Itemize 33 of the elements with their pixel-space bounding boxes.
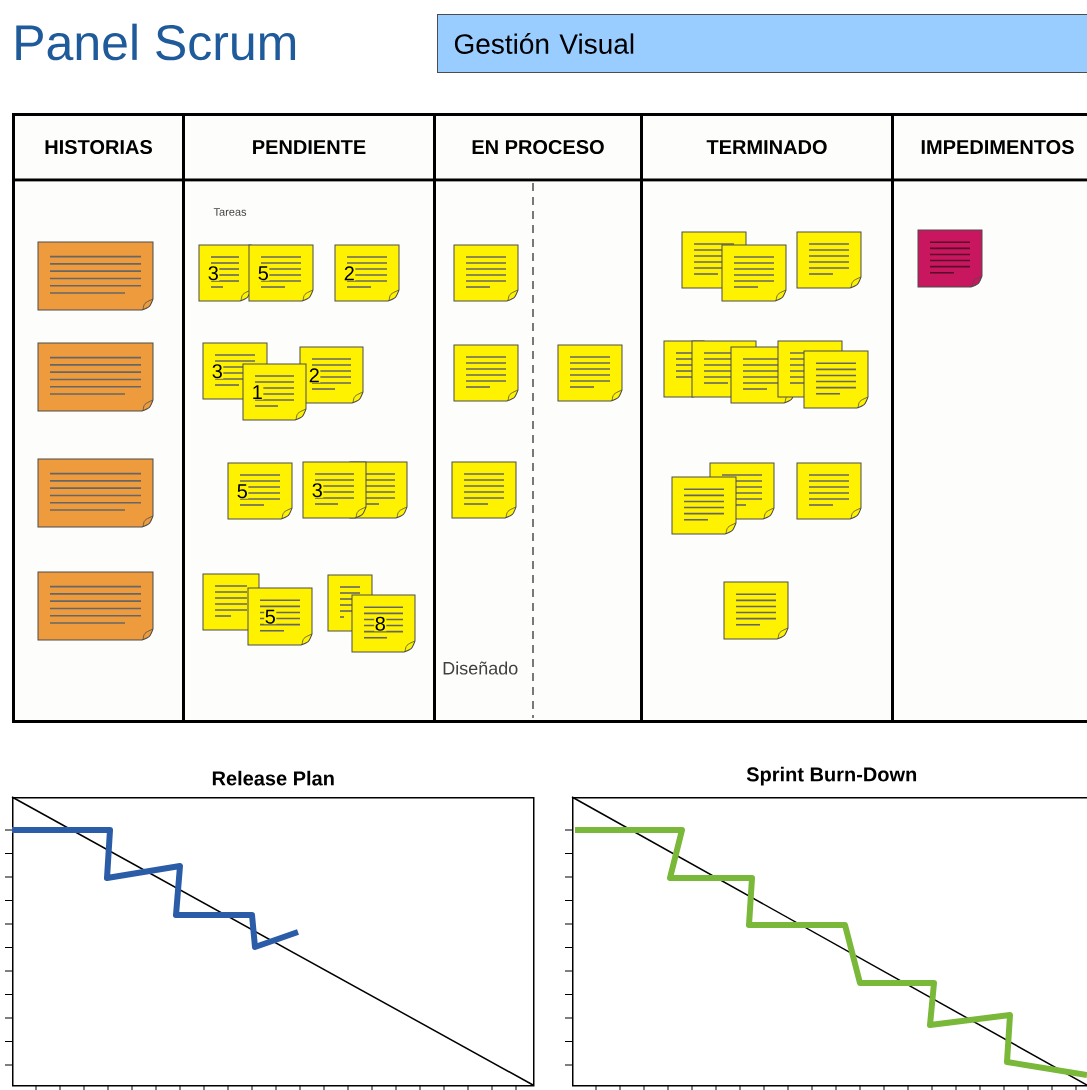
column-label: Diseñado [441,658,520,678]
sticky-note: 2 [299,346,364,404]
column-label: Tareas [213,208,247,216]
sticky-note [453,344,519,402]
board-column: IMPEDIMENTOS [891,113,1087,723]
sticky-note [37,342,154,412]
sticky-note: 1 [242,363,307,421]
sticky-note: 2 [334,244,400,302]
sticky-note [796,462,862,520]
sticky-note [557,344,623,402]
node-label: Release Plan [212,770,334,786]
sticky-note [917,229,983,288]
sticky-note [37,458,154,528]
sticky-note: 3 [302,461,367,519]
sticky-note [721,244,787,302]
sticky-note: 3 [198,244,252,302]
sticky-note: 5 [247,587,313,646]
sticky-note [796,231,862,289]
sticky-note [671,476,737,535]
sticky-note: 8 [351,594,416,653]
node-label: Sprint Burn-Down [746,766,917,786]
chart-panel: Sprint Burn-Down [572,766,1087,1087]
sticky-note [451,461,517,519]
sticky-note [803,350,869,409]
sticky-note: 5 [248,244,314,302]
sticky-note [37,571,154,641]
sticky-note [723,581,789,640]
sticky-note [453,244,519,302]
sticky-note: 5 [227,462,293,520]
heading-box: Gestión Visual [437,14,1087,73]
sticky-note [37,241,154,311]
title: Panel Scrum [16,23,296,61]
chart-panel: Release Plan [12,770,535,1087]
